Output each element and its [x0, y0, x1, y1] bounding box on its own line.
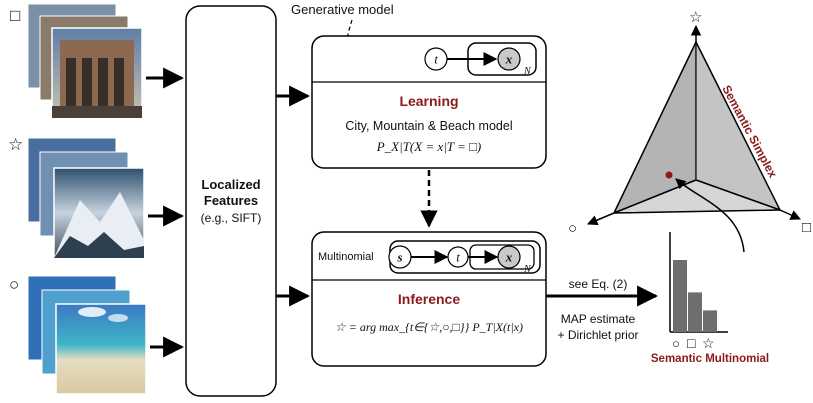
- see-eq-label: see Eq. (2): [569, 277, 628, 291]
- inference-node-t-label: t: [456, 250, 460, 265]
- semantic-simplex: ☆ ○ □ Semantic Simplex: [568, 9, 811, 237]
- learning-node-t-label: t: [434, 52, 438, 67]
- inference-node-x: [497, 245, 521, 269]
- inference-node-x-label: x: [505, 250, 513, 265]
- learning-plate-label: N: [523, 66, 532, 77]
- multinomial-label: Multinomial: [318, 251, 374, 263]
- learning-node-x-label: x: [505, 52, 513, 67]
- histogram-bar: [673, 260, 687, 332]
- features-title-line1: Localized: [201, 177, 260, 192]
- hist-symbol-star: ☆: [702, 335, 715, 351]
- arrow-multinomial-to-simplex: [675, 178, 745, 253]
- features-subtitle: (e.g., SIFT): [201, 211, 262, 225]
- generative-model-label: Generative model: [291, 2, 394, 17]
- semantic-multinomial-label: Semantic Multinomial: [651, 353, 769, 365]
- mountain-image-stack: ☆: [8, 135, 145, 259]
- learning-title: Learning: [399, 93, 458, 109]
- simplex-star-symbol: ☆: [689, 9, 702, 26]
- histogram-bar: [688, 292, 702, 332]
- mountain-class-symbol: ☆: [8, 135, 23, 154]
- beach-image-stack: ○: [9, 275, 147, 395]
- inference-formula: ☆ = arg max_{t∈{☆,○,□}} P_T|X(t|x): [335, 320, 523, 334]
- learning-box: t x N Learning City, Mountain & Beach mo…: [311, 35, 547, 169]
- beach-class-symbol: ○: [9, 275, 19, 294]
- histogram-bar: [703, 310, 717, 332]
- simplex-circle-symbol: ○: [568, 220, 577, 237]
- city-class-symbol: □: [10, 6, 20, 25]
- simplex-point: [665, 171, 673, 179]
- inference-node-s-label: s: [396, 250, 402, 265]
- map-estimate-label: MAP estimate: [561, 312, 636, 326]
- dirichlet-prior-label: + Dirichlet prior: [557, 328, 638, 342]
- hist-symbol-square: □: [687, 335, 696, 351]
- simplex-square-symbol: □: [802, 219, 811, 236]
- learning-node-x: [497, 47, 521, 71]
- inference-title: Inference: [398, 291, 460, 307]
- learning-formula: P_X|T(X = x|T = □): [376, 139, 482, 154]
- inference-plate-label: N: [523, 264, 532, 275]
- inference-box: Multinomial s t x N Inference ☆ = arg ma…: [311, 231, 547, 367]
- simplex-face-bottom: [613, 179, 781, 214]
- features-title-line2: Features: [204, 193, 258, 208]
- semantic-multinomial-histogram: ○ □ ☆ Semantic Multinomial: [651, 232, 769, 365]
- city-image-stack: □: [10, 3, 143, 119]
- hist-symbol-circle: ○: [672, 336, 680, 351]
- learning-model-text: City, Mountain & Beach model: [345, 119, 512, 133]
- localized-features-box: Localized Features (e.g., SIFT): [185, 5, 277, 397]
